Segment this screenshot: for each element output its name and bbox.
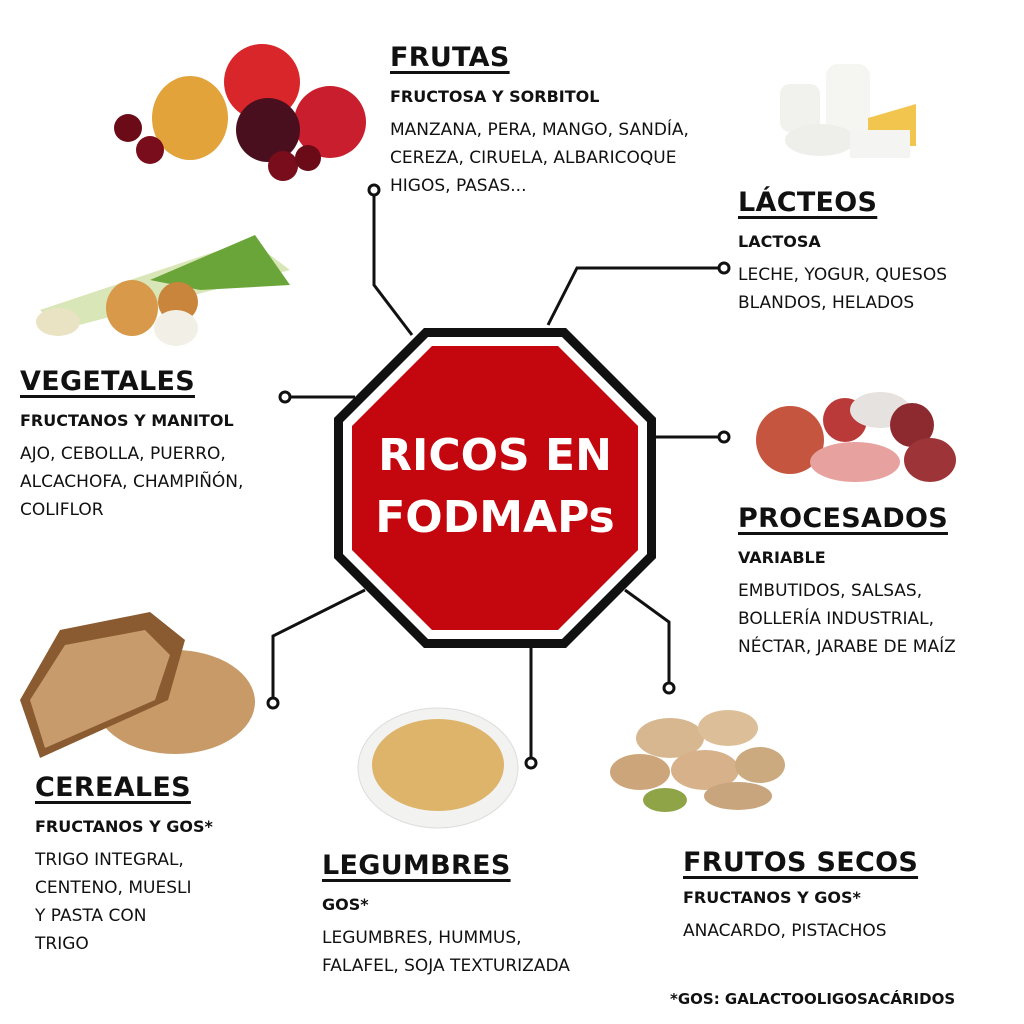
node-frutas	[367, 183, 381, 197]
stop-octagon-red	[352, 346, 638, 630]
node-legumbres	[524, 756, 538, 770]
node-lacteos	[717, 261, 731, 275]
section-cereales: CEREALES FRUCTANOS Y GOS* TRIGO INTEGRAL…	[35, 772, 213, 958]
section-title: LEGUMBRES	[322, 850, 511, 881]
connector-cereales	[271, 588, 366, 703]
node-cereales	[266, 696, 280, 710]
dairy-image	[780, 64, 916, 158]
section-subtitle: LACTOSA	[738, 232, 821, 251]
chickpeas-image	[357, 707, 519, 829]
item-line: COLIFLOR	[20, 500, 104, 520]
section-subtitle: VARIABLE	[738, 548, 826, 567]
section-title: LÁCTEOS	[738, 187, 878, 218]
section-legumbres: LEGUMBRES GOS* LEGUMBRES, HUMMUS, FALAFE…	[322, 850, 570, 980]
fruits-image	[114, 44, 366, 181]
connector-frutas	[372, 190, 414, 336]
item-line: FALAFEL, SOJA TEXTURIZADA	[322, 956, 570, 976]
footnote: *GOS: GALACTOOLIGOSACÁRIDOS	[670, 990, 956, 1008]
item-line: TRIGO	[35, 934, 89, 954]
item-line: LECHE, YOGUR, QUESOS	[738, 265, 948, 285]
section-title: VEGETALES	[20, 366, 195, 397]
pistachios-image	[610, 710, 785, 812]
section-subtitle: FRUCTANOS Y MANITOL	[20, 411, 234, 430]
node-procesados	[717, 430, 731, 444]
item-line: BOLLERÍA INDUSTRIAL,	[738, 609, 935, 629]
item-line: LEGUMBRES, HUMMUS,	[322, 928, 522, 948]
item-line: AJO, CEBOLLA, PUERRO,	[20, 444, 226, 464]
item-line: ALCACHOFA, CHAMPIÑÓN,	[20, 472, 244, 492]
item-line: MANZANA, PERA, MANGO, SANDÍA,	[390, 120, 689, 140]
node-frutos-secos	[662, 681, 676, 695]
section-title: CEREALES	[35, 772, 191, 803]
section-frutas: FRUTAS FRUCTOSA Y SORBITOL MANZANA, PERA…	[390, 42, 689, 200]
item-line: HIGOS, PASAS...	[390, 176, 527, 196]
section-subtitle: GOS*	[322, 895, 369, 914]
processed-meats-image	[756, 392, 956, 482]
section-title: FRUTAS	[390, 42, 510, 73]
section-subtitle: FRUCTANOS Y GOS*	[683, 888, 861, 907]
vegetables-image	[36, 235, 290, 346]
connector-lacteos	[546, 266, 724, 326]
node-vegetales	[278, 390, 292, 404]
center-title-line2: FODMAPs	[375, 492, 615, 543]
bread-image	[20, 612, 255, 758]
item-line: EMBUTIDOS, SALSAS,	[738, 581, 923, 601]
section-procesados: PROCESADOS VARIABLE EMBUTIDOS, SALSAS, B…	[738, 503, 956, 661]
item-line: ANACARDO, PISTACHOS	[683, 921, 887, 941]
item-line: NÉCTAR, JARABE DE MAÍZ	[738, 637, 956, 657]
section-subtitle: FRUCTANOS Y GOS*	[35, 817, 213, 836]
item-line: BLANDOS, HELADOS	[738, 293, 915, 313]
item-line: Y PASTA CON	[35, 906, 147, 926]
section-title: PROCESADOS	[738, 503, 948, 534]
section-frutos-secos: FRUTOS SECOS FRUCTANOS Y GOS* ANACARDO, …	[683, 847, 918, 945]
item-line: CEREZA, CIRUELA, ALBARICOQUE	[390, 148, 677, 168]
section-vegetales: VEGETALES FRUCTANOS Y MANITOL AJO, CEBOL…	[20, 366, 243, 524]
section-lacteos: LÁCTEOS LACTOSA LECHE, YOGUR, QUESOS BLA…	[738, 187, 947, 317]
item-line: CENTENO, MUESLI	[35, 878, 192, 898]
connector-frutos-secos	[624, 588, 671, 688]
section-subtitle: FRUCTOSA Y SORBITOL	[390, 87, 600, 106]
section-title: FRUTOS SECOS	[683, 847, 919, 878]
center-title-line1: RICOS EN	[378, 430, 612, 481]
item-line: TRIGO INTEGRAL,	[35, 850, 184, 870]
